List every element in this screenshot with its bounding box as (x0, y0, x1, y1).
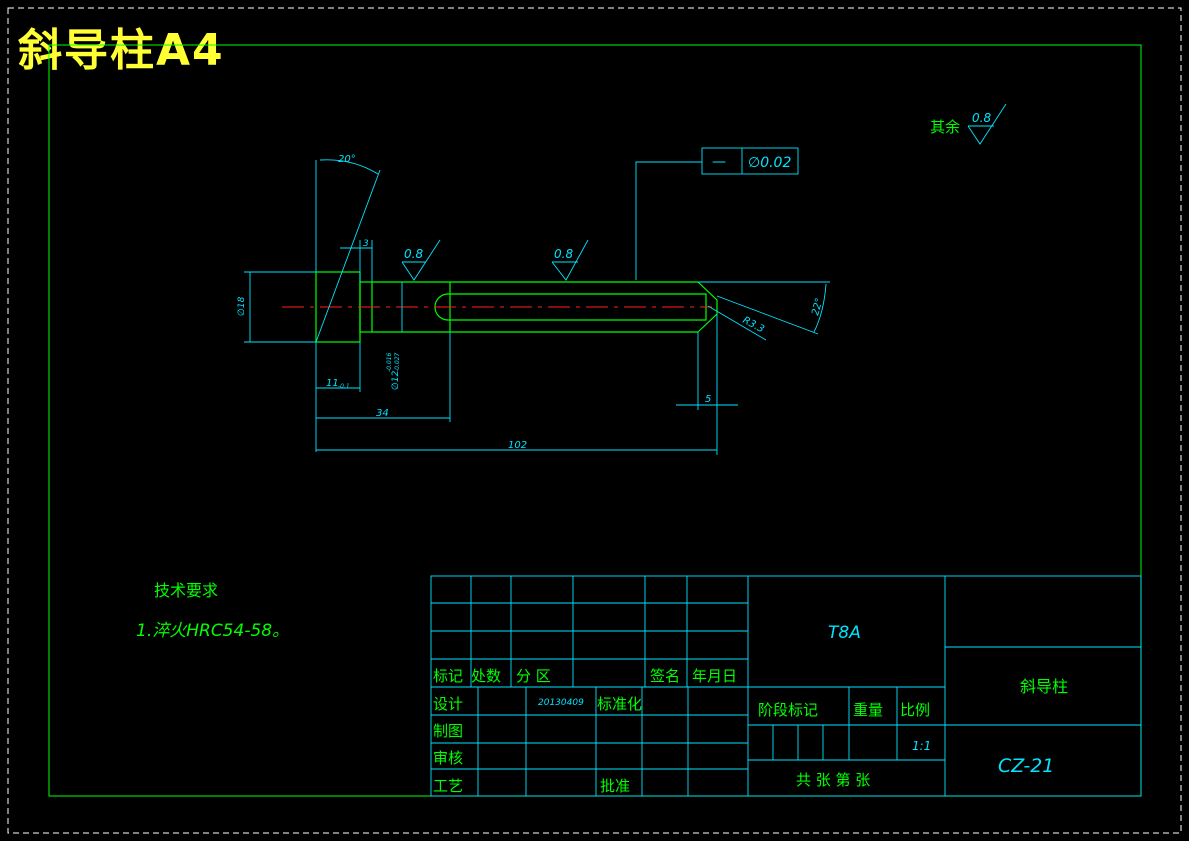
dim-5: 5 (705, 394, 711, 405)
tb-drawing-no: CZ-21 (998, 755, 1054, 777)
dim-angle-20: 20° (338, 154, 356, 165)
tb-label-process: 工艺 (433, 777, 463, 795)
roughness-value-1: 0.8 (404, 247, 423, 261)
tb-label-date: 年月日 (692, 667, 737, 685)
notes-item-1: 1.淬火HRC54-58。 (136, 621, 289, 641)
tb-label-zone: 分 区 (516, 667, 551, 685)
drawing-frame (48, 44, 1142, 797)
roughness-value-2: 0.8 (554, 247, 573, 261)
sheet-outer-border (7, 7, 1182, 834)
tb-label-scale: 比例 (900, 701, 930, 719)
roughness-symbols (401, 239, 589, 281)
notes-heading: 技术要求 (154, 581, 218, 600)
tb-label-mark: 标记 (433, 667, 463, 685)
roughness-other-value: 0.8 (972, 111, 991, 125)
tb-label-approve: 批准 (600, 777, 630, 795)
tolerance-symbol: — (712, 154, 726, 170)
dim-dia12: ∅12 (391, 370, 401, 390)
roughness-other-prefix: 其余 (930, 118, 960, 136)
dim-34: 34 (376, 408, 389, 419)
drawing-title: 斜导柱A4 (18, 25, 225, 76)
dim-dia18: ∅18 (237, 296, 247, 316)
tb-label-stage: 阶段标记 (758, 701, 818, 719)
title-block-grid (430, 575, 1142, 797)
tolerance-value: ∅0.02 (748, 155, 791, 171)
tb-part-name: 斜导柱 (1020, 677, 1068, 696)
dim-11: 11 (326, 378, 339, 389)
tb-label-draw: 制图 (433, 722, 463, 740)
dim-102: 102 (508, 440, 527, 451)
dim-11-tol: -0.1 (338, 383, 350, 390)
roughness-other-symbol (967, 103, 1007, 145)
tb-label-std: 标准化 (597, 695, 642, 713)
tb-material: T8A (828, 623, 861, 643)
tb-design-date: 20130409 (538, 698, 584, 708)
tolerance-frame (701, 147, 799, 175)
tb-scale: 1:1 (912, 739, 931, 753)
dimension-lines (244, 159, 830, 455)
dim-dia12-lower: -0.027 (394, 352, 401, 372)
tb-label-weight: 重量 (853, 701, 883, 719)
tb-label-design: 设计 (433, 695, 463, 713)
tb-label-count: 处数 (471, 667, 501, 685)
dim-3: 3 (363, 239, 369, 249)
tb-sheets: 共 张 第 张 (796, 771, 870, 789)
tb-label-check: 审核 (433, 749, 463, 767)
dim-dia12-upper: -0.016 (386, 352, 393, 372)
tb-label-sign: 签名 (650, 667, 680, 685)
dim-angle-22: 22° (810, 297, 825, 317)
